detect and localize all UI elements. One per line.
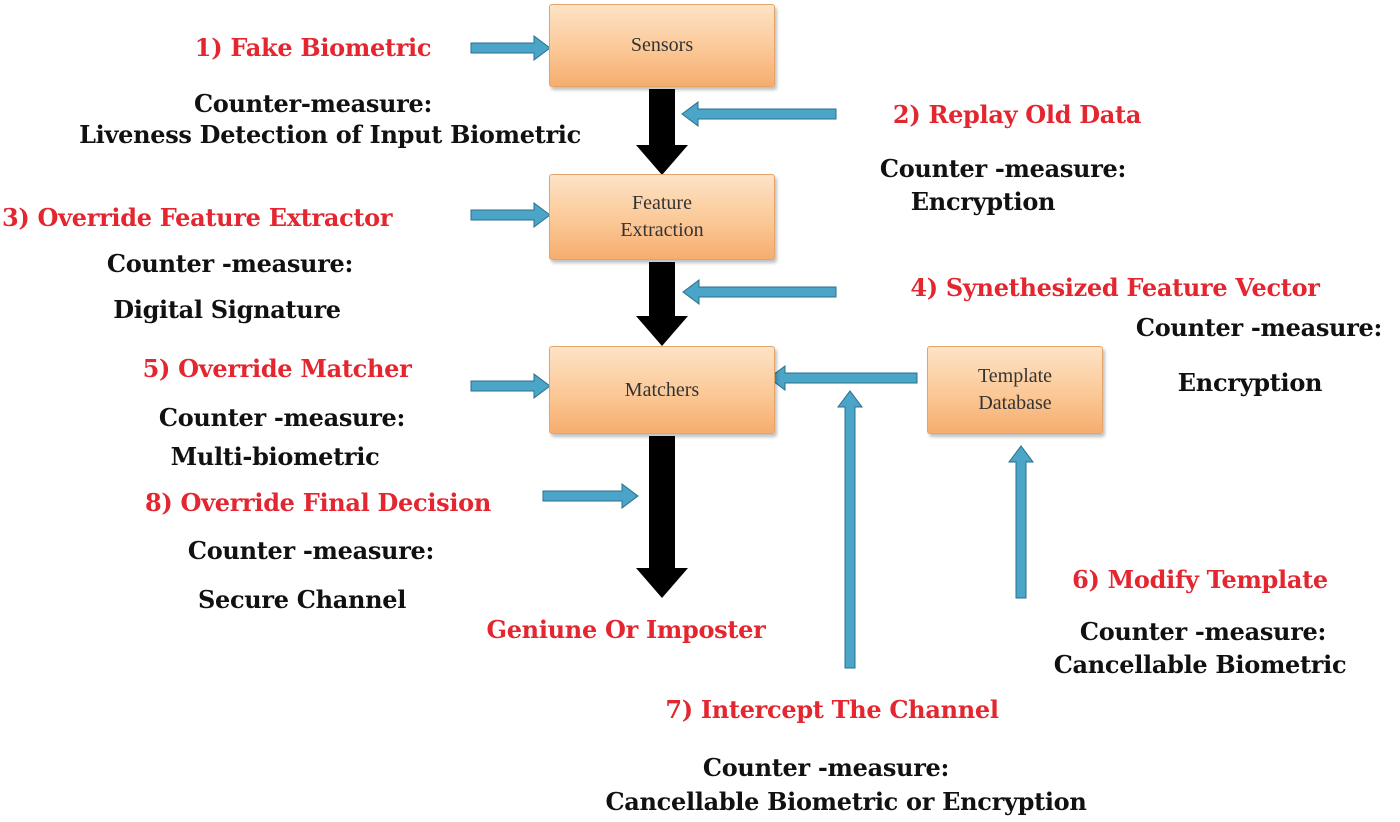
attack-1-cm-heading: Counter-measure: [193,89,433,118]
attack-7-title: 7) Intercept The Channel [665,695,999,724]
attack-5-cm-heading: Counter -measure: [158,403,406,432]
template-database-label-line2: Database [978,392,1052,414]
attack-8-cm-heading: Counter -measure: [187,536,435,565]
template-database-label: Template Database [978,363,1052,417]
attack-4-cm-heading: Counter -measure: [1135,313,1383,342]
arrow-sensors-to-feature [636,89,688,175]
arrow-attack-4 [682,279,837,305]
feature-extraction-label: Feature Extraction [620,190,703,244]
attack-7-cm-heading: Counter -measure: [702,753,950,782]
matchers-box: Matchers [549,346,775,434]
attack-6-cm-heading: Counter -measure: [1079,617,1327,646]
sensors-box: Sensors [549,4,775,87]
arrow-attack-2 [681,101,837,127]
final-decision-output: Geniune Or Imposter [486,615,766,644]
attack-2-cm-value: Encryption [910,187,1056,216]
arrow-matchers-to-output [636,436,688,598]
arrow-attack-5 [470,373,551,399]
attack-8-title: 8) Override Final Decision [144,488,492,517]
attack-3-cm-value: Digital Signature [113,295,341,324]
feature-extraction-box: Feature Extraction [549,174,775,260]
arrow-attack-3 [470,202,551,228]
attack-7-cm-value: Cancellable Biometric or Encryption [605,787,1087,816]
attack-2-title: 2) Replay Old Data [892,100,1142,129]
arrow-attack-8 [542,483,639,509]
arrow-attack-1 [470,35,551,61]
attack-5-title: 5) Override Matcher [142,354,412,383]
attack-6-cm-value: Cancellable Biometric [1053,650,1347,679]
matchers-label: Matchers [624,378,700,401]
sensors-label: Sensors [630,34,694,56]
attack-4-cm-value: Encryption [1177,368,1323,397]
attack-4-title: 4) Synethesized Feature Vector [910,273,1320,302]
attack-1-title: 1) Fake Biometric [194,33,432,62]
attack-2-cm-heading: Counter -measure: [879,154,1127,183]
arrow-attack-7 [837,390,863,669]
arrow-feature-to-matchers [636,262,688,346]
attack-5-cm-value: Multi-biometric [170,442,380,471]
template-database-label-line1: Template [977,365,1053,387]
arrow-template-to-matchers [768,365,918,391]
feature-extraction-label-line2: Extraction [620,219,704,241]
attack-3-cm-heading: Counter -measure: [106,249,354,278]
template-database-box: Template Database [927,346,1103,434]
attack-6-title: 6) Modify Template [1072,565,1328,594]
attack-8-cm-value: Secure Channel [197,585,407,614]
feature-extraction-label-line1: Feature [632,192,692,214]
arrow-attack-6 [1008,445,1034,599]
attack-1-cm-value: Liveness Detection of Input Biometric [79,120,581,149]
attack-3-title: 3) Override Feature Extractor [2,203,393,232]
